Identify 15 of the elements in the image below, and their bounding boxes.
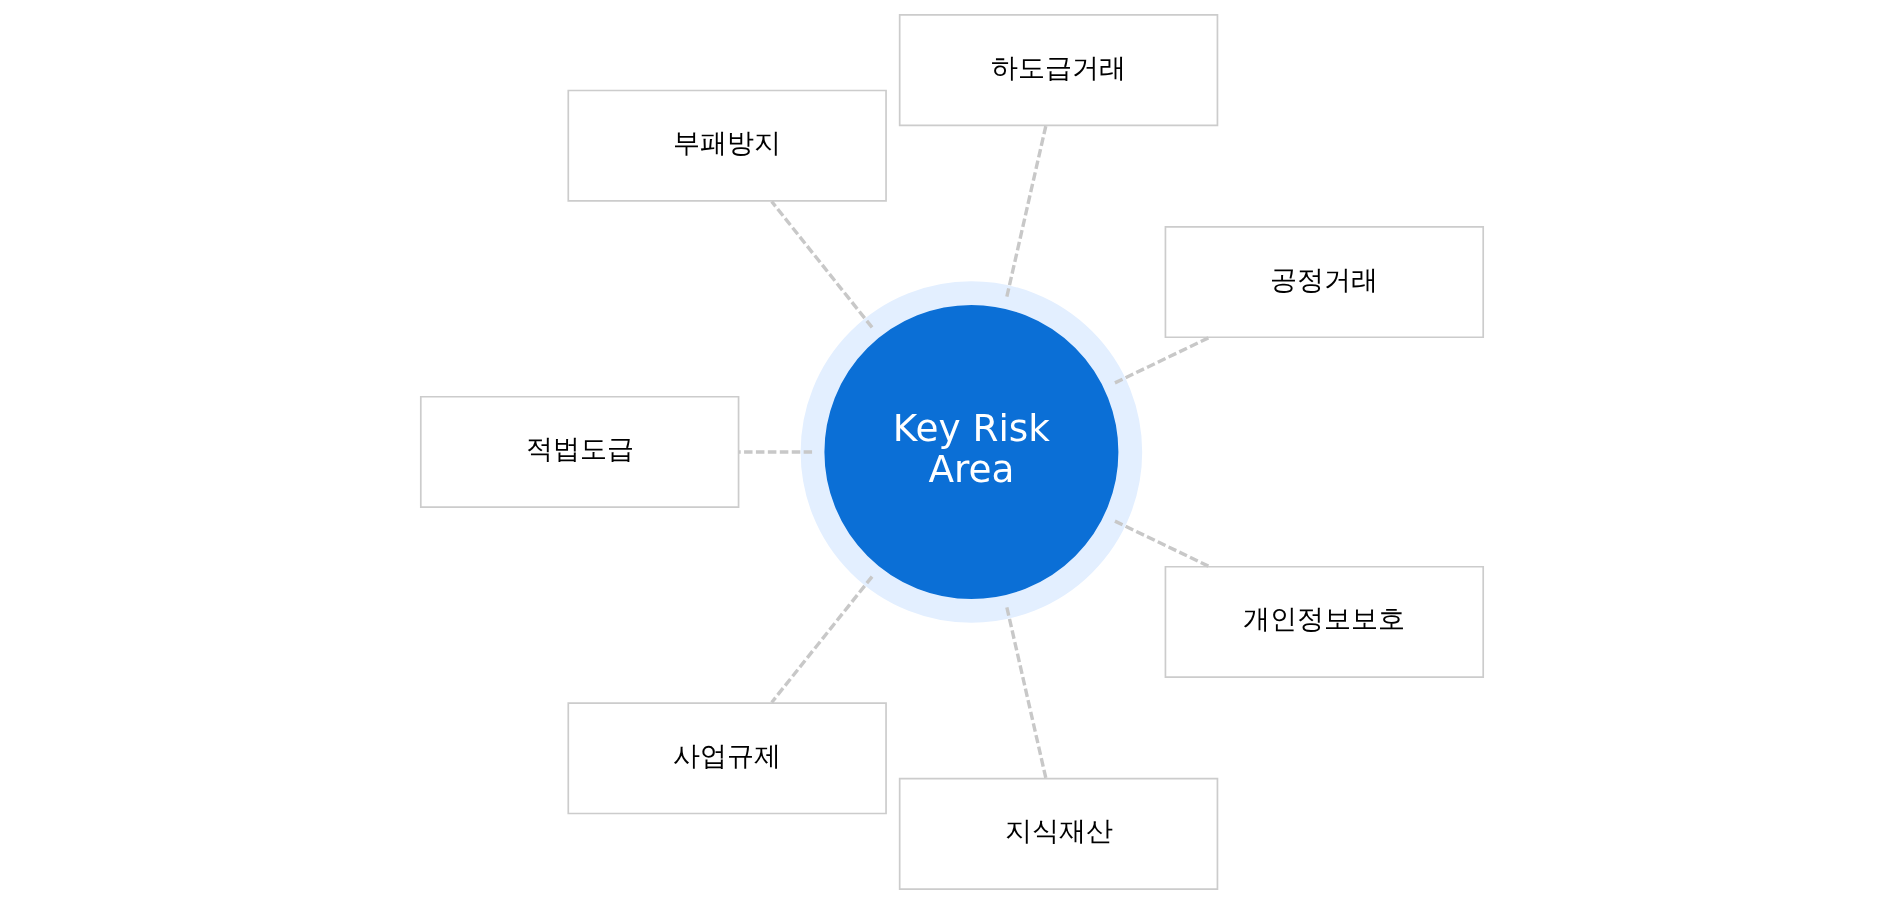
node-box: 지식재산 xyxy=(898,777,1219,890)
node-circle: Key Risk Area xyxy=(800,281,1143,623)
connector xyxy=(770,575,874,704)
node-box: 사업규제 xyxy=(567,702,887,815)
connector xyxy=(738,450,813,454)
node-box: 하도급거래 xyxy=(898,14,1219,127)
connector xyxy=(1114,335,1211,385)
node-box: 적법도급 xyxy=(419,395,740,509)
node-box: 부패방지 xyxy=(567,89,887,202)
connector xyxy=(770,200,874,329)
connector xyxy=(1114,519,1211,569)
connector xyxy=(1005,606,1048,779)
node-box: 개인정보보호 xyxy=(1164,565,1485,679)
connector xyxy=(1005,125,1048,298)
node-box: 공정거래 xyxy=(1164,225,1485,339)
